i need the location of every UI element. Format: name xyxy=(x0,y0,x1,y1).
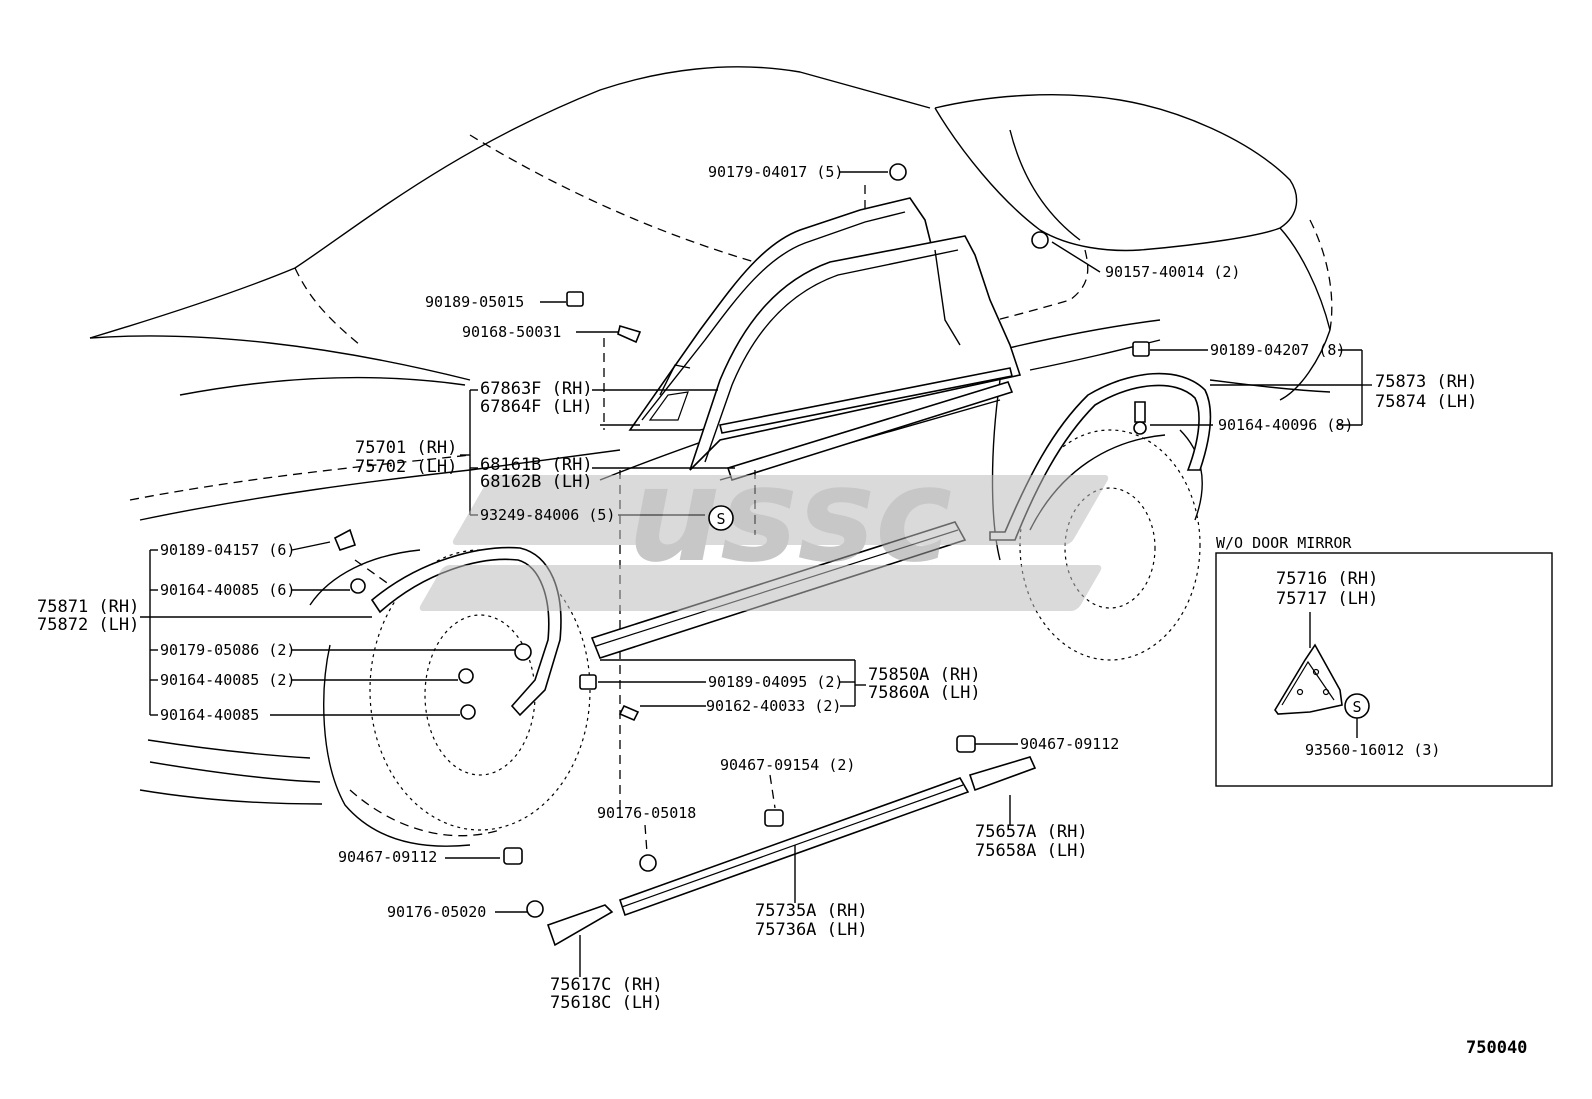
label-75872: 75872 (LH) xyxy=(37,615,139,635)
label-68161B: 68161B (RH) xyxy=(480,455,593,475)
label-90164-40085-6: 90164-40085 (6) xyxy=(160,581,295,599)
label-90189-04095: 90189-04095 (2) xyxy=(708,673,843,691)
part-labels: 90179-04017 (5) 90157-40014 (2) 90189-05… xyxy=(37,163,1527,1058)
label-75716: 75716 (RH) xyxy=(1276,569,1378,589)
diagram-id: 750040 xyxy=(1466,1038,1527,1058)
inset-title: W/O DOOR MIRROR xyxy=(1216,534,1352,552)
label-68162B: 68162B (LH) xyxy=(480,472,593,492)
label-90179-05086: 90179-05086 (2) xyxy=(160,641,295,659)
label-90176-05020: 90176-05020 xyxy=(387,903,486,921)
label-90157-40014: 90157-40014 (2) xyxy=(1105,263,1240,281)
label-75860A: 75860A (LH) xyxy=(868,683,981,703)
label-90467-09112-left: 90467-09112 xyxy=(338,848,437,866)
label-90164-40096: 90164-40096 (8) xyxy=(1218,416,1353,434)
s-symbol-door: S xyxy=(708,505,734,531)
label-75701: 75701 (RH) xyxy=(355,438,457,458)
label-90179-04017: 90179-04017 (5) xyxy=(708,163,843,181)
leader-lines xyxy=(140,171,1372,977)
label-75873: 75873 (RH) xyxy=(1375,372,1477,392)
label-75658A: 75658A (LH) xyxy=(975,841,1088,861)
label-90176-05018: 90176-05018 xyxy=(597,804,696,822)
inset-wo-door-mirror: W/O DOOR MIRROR S xyxy=(1215,534,1553,787)
label-75617C: 75617C (RH) xyxy=(550,975,663,995)
label-90162-40033: 90162-40033 (2) xyxy=(706,697,841,715)
label-90189-04207: 90189-04207 (8) xyxy=(1210,341,1345,359)
label-75717: 75717 (LH) xyxy=(1276,589,1378,609)
label-75874: 75874 (LH) xyxy=(1375,392,1477,412)
s-symbol-text: S xyxy=(716,510,725,528)
label-90164-40085: 90164-40085 xyxy=(160,706,259,724)
label-90467-09154: 90467-09154 (2) xyxy=(720,756,855,774)
fasteners xyxy=(333,163,1150,918)
label-75850A: 75850A (RH) xyxy=(868,665,981,685)
label-75657A: 75657A (RH) xyxy=(975,822,1088,842)
door-window-frame xyxy=(619,185,1022,810)
inset-s-symbol: S xyxy=(1352,698,1361,716)
label-75618C: 75618C (LH) xyxy=(550,993,663,1013)
label-75871: 75871 (RH) xyxy=(37,597,139,617)
label-90189-04157: 90189-04157 (6) xyxy=(160,541,295,559)
label-93560-16012: 93560-16012 (3) xyxy=(1305,741,1440,759)
label-90164-40085-2: 90164-40085 (2) xyxy=(160,671,295,689)
label-90467-09112-right: 90467-09112 xyxy=(1020,735,1119,753)
watermark-text: ussc xyxy=(628,439,952,591)
label-90168-50031: 90168-50031 xyxy=(462,323,561,341)
label-75702: 75702 (LH) xyxy=(355,457,457,477)
label-75736A: 75736A (LH) xyxy=(755,920,868,940)
label-67864F: 67864F (LH) xyxy=(480,397,593,417)
watermark-logo: ussc xyxy=(419,439,1109,611)
label-93249-84006: 93249-84006 (5) xyxy=(480,506,615,524)
label-67863F: 67863F (RH) xyxy=(480,379,593,399)
car-body-outline xyxy=(89,66,1333,805)
label-90189-05015: 90189-05015 xyxy=(425,293,524,311)
label-75735A: 75735A (RH) xyxy=(755,901,868,921)
